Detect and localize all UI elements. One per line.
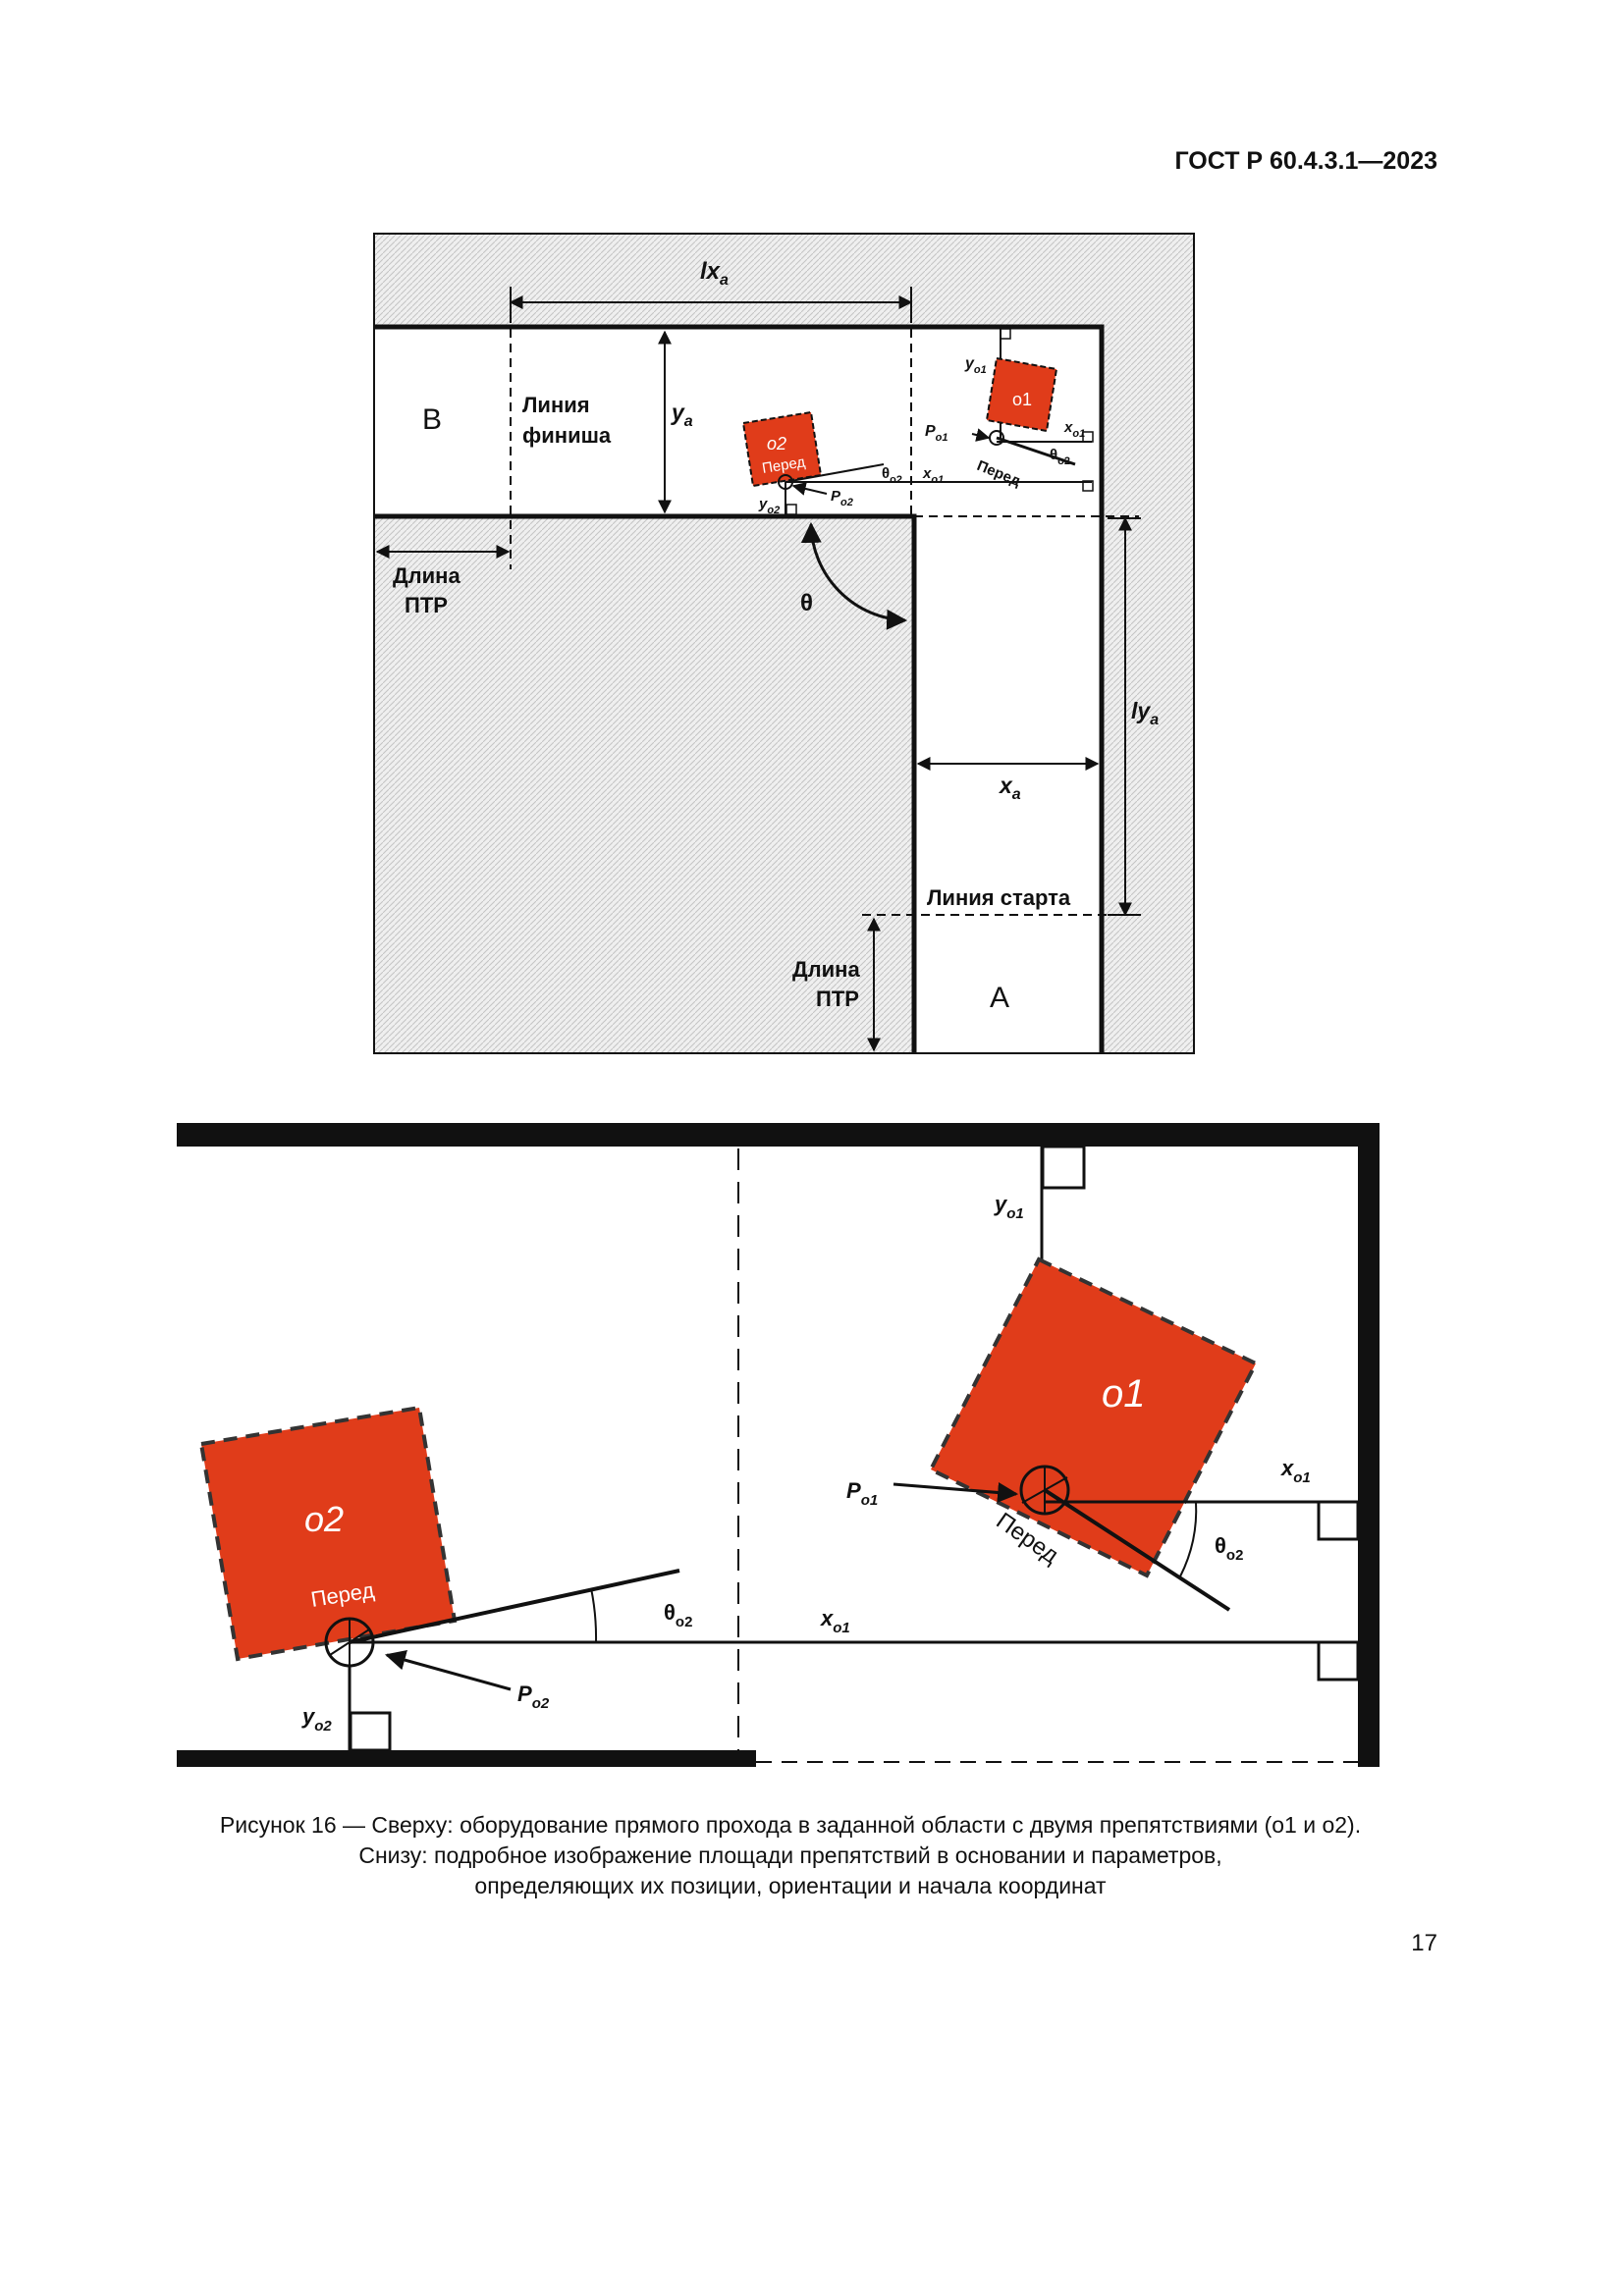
- figure-diagrams: lxa ya B Линия финиша Длина ПТР θ lya xa…: [177, 233, 1380, 1767]
- svg-text:Перед: Перед: [975, 457, 1024, 490]
- document-header: ГОСТ Р 60.4.3.1—2023: [1174, 147, 1437, 175]
- svg-text:xo1: xo1: [922, 465, 944, 486]
- page-number: 17: [1411, 1930, 1437, 1956]
- svg-text:Po2: Po2: [517, 1682, 550, 1712]
- svg-text:lya: lya: [1131, 698, 1159, 728]
- svg-text:yo2: yo2: [301, 1704, 332, 1735]
- svg-text:θo2: θo2: [1215, 1533, 1243, 1564]
- svg-text:xo1: xo1: [1063, 419, 1085, 440]
- svg-text:θo2: θo2: [1050, 447, 1070, 467]
- label-b: B: [422, 403, 442, 436]
- svg-text:Po1: Po1: [925, 423, 948, 444]
- svg-text:ya: ya: [671, 400, 693, 430]
- obstacle-o1-small: o1 yo1 Po1 xo1 θo2 Перед: [925, 327, 1094, 492]
- svg-text:ПТР: ПТР: [816, 987, 859, 1011]
- svg-text:θo2: θo2: [882, 465, 902, 486]
- svg-text:θ: θ: [800, 590, 813, 616]
- hatched-top-wall: [374, 234, 1194, 1053]
- svg-text:Перед: Перед: [761, 454, 807, 477]
- svg-text:ПТР: ПТР: [405, 593, 448, 617]
- figure-caption: Рисунок 16 — Сверху: оборудование прямог…: [137, 1810, 1443, 1901]
- svg-text:Длина: Длина: [393, 563, 460, 588]
- obstacle-o2-small: o2 Перед yo2 Po2 θo2 xo1: [741, 410, 1092, 516]
- caption-line-3: определяющих их позиции, ориентации и на…: [474, 1873, 1107, 1898]
- label-a: A: [990, 982, 1009, 1014]
- caption-line-2: Снизу: подробное изображение площади пре…: [358, 1842, 1222, 1868]
- svg-text:yo1: yo1: [964, 355, 987, 376]
- svg-text:o2: o2: [767, 434, 786, 454]
- svg-text:финиша: финиша: [522, 423, 612, 448]
- svg-text:yo2: yo2: [758, 496, 780, 516]
- svg-text:xo1: xo1: [1280, 1456, 1311, 1486]
- caption-line-1: Рисунок 16 — Сверху: оборудование прямог…: [219, 1812, 1362, 1838]
- top-diagram: lxa ya B Линия финиша Длина ПТР θ lya xa…: [373, 233, 1195, 1054]
- svg-text:o2: o2: [304, 1499, 344, 1539]
- svg-text:xo1: xo1: [820, 1606, 850, 1636]
- svg-text:Длина: Длина: [792, 957, 860, 982]
- svg-text:Po1: Po1: [846, 1478, 878, 1509]
- svg-text:Линия: Линия: [522, 393, 590, 417]
- svg-text:Po2: Po2: [831, 488, 853, 508]
- svg-text:xa: xa: [998, 773, 1021, 803]
- svg-text:lxa: lxa: [700, 258, 729, 289]
- obstacle-o1: [928, 1256, 1259, 1578]
- svg-text:o1: o1: [1012, 390, 1032, 409]
- svg-text:o1: o1: [1102, 1372, 1146, 1415]
- bottom-diagram: yo1 o1 xo1 θo2 Перед Po1 o2 Перед yo2 θo…: [177, 1123, 1380, 1767]
- svg-text:Линия старта: Линия старта: [927, 885, 1071, 910]
- svg-text:θo2: θo2: [664, 1600, 692, 1630]
- svg-text:yo1: yo1: [994, 1192, 1024, 1222]
